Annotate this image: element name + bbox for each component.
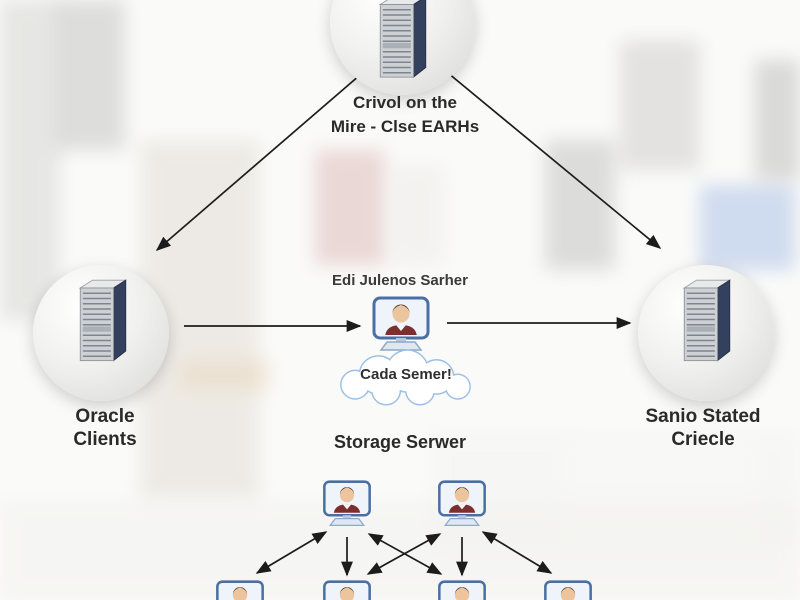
arrow-top-to-right <box>447 72 662 249</box>
top-server-label-line1: Crivol on the <box>353 93 457 112</box>
storage-caption: Storage Serwer <box>333 432 467 452</box>
central-workstation-title: Edi Julenos Sarher <box>332 272 468 289</box>
arrow-cross-right <box>366 533 442 575</box>
person-workstation-icon <box>435 580 489 600</box>
person-workstation-icon <box>541 580 595 600</box>
server-icon <box>683 279 731 362</box>
right-server-label-line1: Sanio Stated <box>645 406 761 427</box>
left-server-label-line2: Clients <box>73 429 137 450</box>
person-workstation-icon <box>320 480 374 527</box>
speech-cloud-text: Cada Semer! <box>360 366 452 383</box>
arrow-mid-right-to-bottom-4 <box>481 531 553 574</box>
server-icon <box>379 0 427 78</box>
arrow-mid-left-to-bottom-1 <box>255 531 328 574</box>
left-server-label-line1: Oracle <box>75 406 135 427</box>
person-workstation-icon <box>213 580 267 600</box>
person-workstation-icon <box>435 480 489 527</box>
left-server-label: Oracle Clients <box>25 405 185 451</box>
arrow-top-to-left <box>155 74 361 251</box>
server-icon <box>79 279 127 362</box>
top-server-label: Crivol on the Mire - Clse EARHs <box>295 91 515 139</box>
top-server-label-line2: Mire - Clse EARHs <box>330 117 480 136</box>
right-server-label-line2: Criecle <box>671 429 735 450</box>
right-server-label: Sanio Stated Criecle <box>608 405 798 451</box>
person-workstation-icon <box>320 580 374 600</box>
speech-cloud-icon <box>340 349 471 406</box>
